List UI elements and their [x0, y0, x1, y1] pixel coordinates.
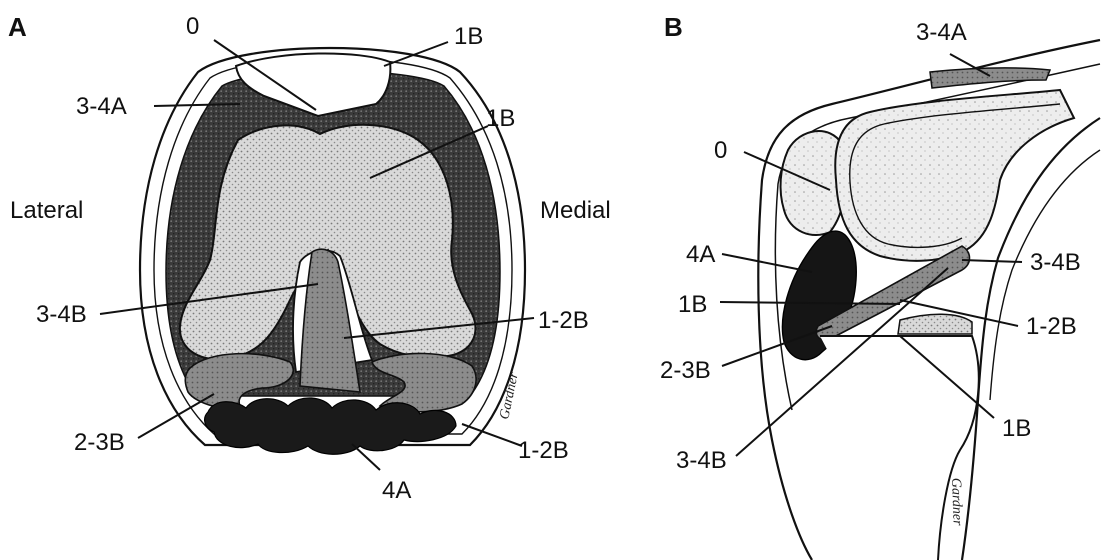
medial-label: Medial — [540, 197, 611, 224]
label-a-3-4a: 3-4A — [76, 93, 127, 120]
label-a-0: 0 — [186, 13, 199, 40]
label-b-3-4b: 3-4B — [1030, 249, 1081, 276]
lateral-label: Lateral — [10, 197, 83, 224]
label-b-1b-lower: 1B — [1002, 415, 1031, 442]
label-a-4a: 4A — [382, 477, 411, 504]
label-a-3-4b: 3-4B — [36, 301, 87, 328]
leader-b-4a — [722, 254, 812, 272]
label-b-1-2b: 1-2B — [1026, 313, 1077, 340]
panel-a-letter: A — [8, 12, 27, 42]
label-b-1b: 1B — [678, 291, 707, 318]
signature-a: Gardner — [497, 371, 522, 421]
meniscus-b — [898, 314, 972, 334]
label-a-1-2b: 1-2B — [538, 307, 589, 334]
label-b-3-4b-lower: 3-4B — [676, 447, 727, 474]
label-a-1b: 1B — [486, 105, 515, 132]
label-b-0: 0 — [714, 137, 727, 164]
label-a-1b-top: 1B — [454, 23, 483, 50]
signature-b: Gardner — [948, 478, 965, 527]
label-a-2-3b: 2-3B — [74, 429, 125, 456]
label-b-2-3b: 2-3B — [660, 357, 711, 384]
panel-b: B 3-4A 0 4A 3-4B 1B — [660, 12, 1100, 560]
leader-a-2-3b — [138, 394, 214, 438]
label-a-1-2b-lower: 1-2B — [518, 437, 569, 464]
label-b-3-4a: 3-4A — [916, 19, 967, 46]
leader-b-3-4b — [962, 260, 1022, 262]
tibia-b — [820, 336, 979, 560]
quadriceps-tendon-3-4a — [930, 68, 1050, 88]
panel-b-letter: B — [664, 12, 683, 42]
panel-a: A Lateral Medial 0 1B 3-4 — [8, 12, 611, 504]
label-b-4a: 4A — [686, 241, 715, 268]
